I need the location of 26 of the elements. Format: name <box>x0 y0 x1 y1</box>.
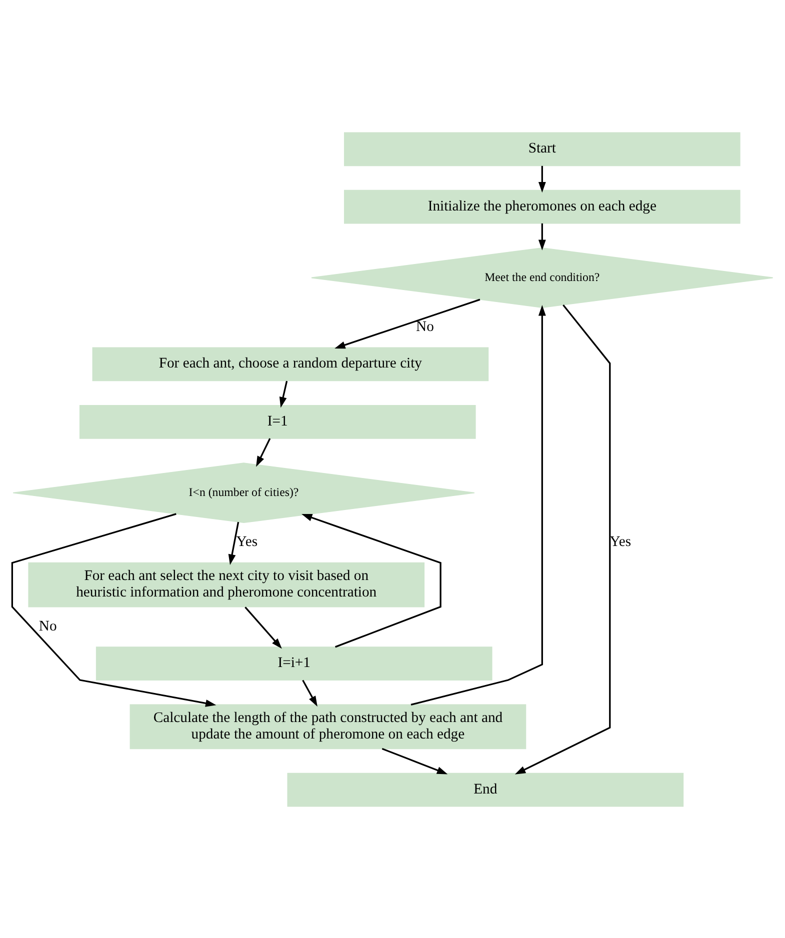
node-box: End <box>287 772 684 806</box>
node-box: Start <box>344 132 740 166</box>
arrow <box>279 380 288 408</box>
edge-label: No <box>38 618 57 634</box>
node-diamond: Meet the end condition? <box>311 247 774 308</box>
arrow <box>538 222 546 250</box>
arrow <box>228 521 240 565</box>
arrow <box>382 747 448 774</box>
edge-label: No <box>416 318 434 335</box>
arrow <box>244 606 282 648</box>
arrow <box>538 165 546 192</box>
node-box: For each ant, choose a random departure city <box>92 346 489 381</box>
edge-label: Yes <box>610 534 632 550</box>
node-box: For each ant select the next city to visit based on heuristic information and pheromone concentration <box>28 562 425 607</box>
node-box: Initialize the pheromones on each edge <box>344 189 740 224</box>
arrow <box>334 298 480 348</box>
arrow <box>302 679 318 706</box>
arrow <box>410 304 546 706</box>
node-box: I=1 <box>79 404 476 438</box>
arrow <box>256 438 271 466</box>
arrow <box>302 514 442 648</box>
node-box: Calculate the length of the path constructed by each ant and update the amount of pheromone on each edge <box>130 704 526 749</box>
arrow <box>11 512 216 706</box>
node-box: I=i+1 <box>96 646 492 680</box>
arrow <box>514 304 611 774</box>
edge-label: Yes <box>236 534 258 550</box>
